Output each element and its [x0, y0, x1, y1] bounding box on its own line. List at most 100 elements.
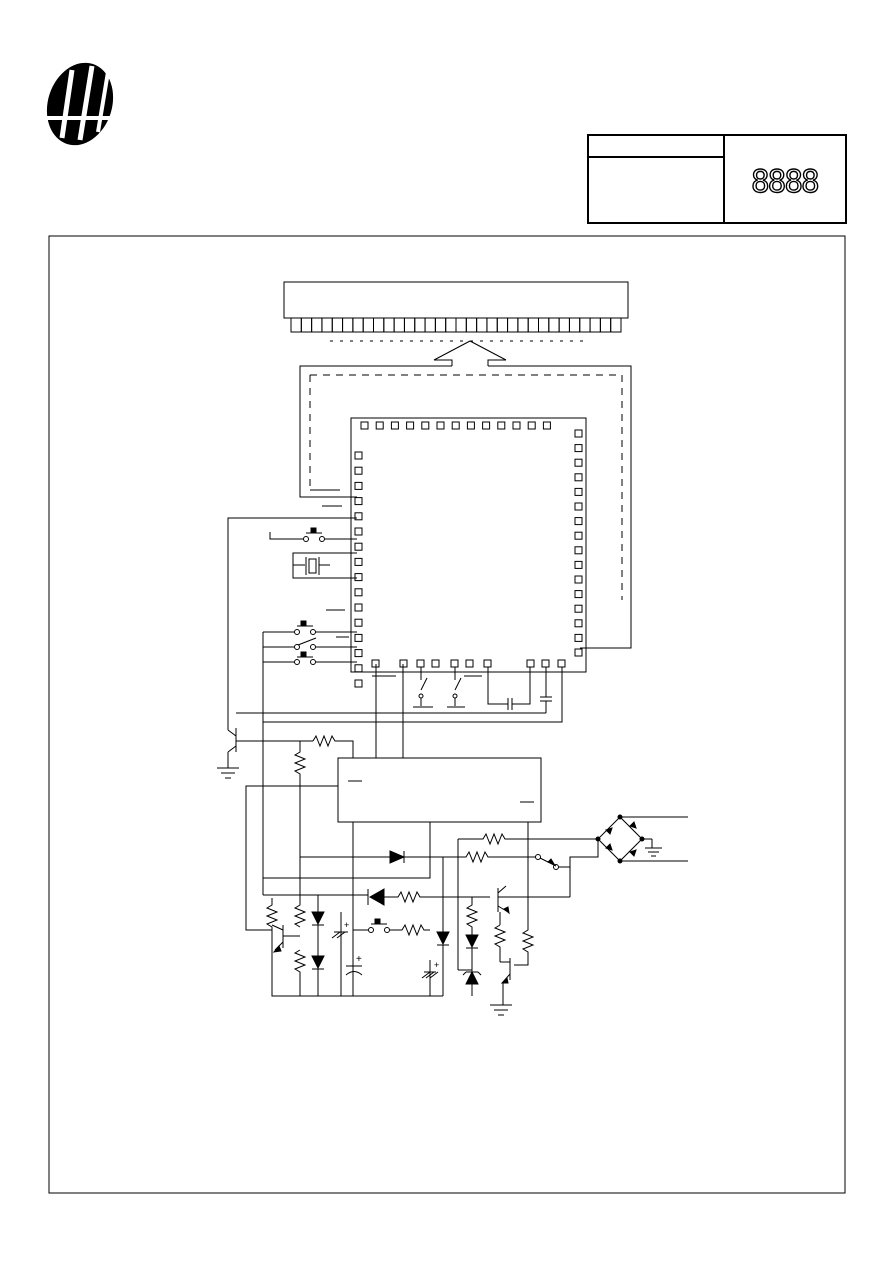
- mcu-pin-bottom: [526, 659, 535, 668]
- mcu-pin-bottom: [416, 659, 425, 668]
- mcu-pin-right: [574, 502, 583, 511]
- mcu-pin-right: [574, 546, 583, 555]
- mcu-pin-right: [574, 560, 583, 569]
- mcu-pin-right: [574, 604, 583, 613]
- mcu-pin-top: [360, 421, 369, 430]
- lcd-pin: [290, 317, 302, 333]
- mcu-pin-top: [375, 421, 384, 430]
- mcu-pin-top: [482, 421, 491, 430]
- mcu-pin-left: [354, 527, 363, 536]
- mcu-pin-bottom: [431, 659, 440, 668]
- resistor-icon: [293, 741, 307, 898]
- ic-chip-icon: [350, 417, 587, 688]
- mcu-pin-top: [390, 421, 399, 430]
- lcd-pin: [568, 317, 581, 333]
- mcu-pin-top: [527, 421, 536, 430]
- transistor-icon: [217, 728, 354, 779]
- mcu-pin-left: [354, 481, 363, 490]
- mcu-pin-top: [421, 421, 430, 430]
- lcd-pin: [362, 317, 374, 333]
- svg-text:+: +: [356, 954, 362, 965]
- lcd-pin: [321, 317, 333, 333]
- lcd-pin: [342, 317, 354, 333]
- title-block: 8888: [587, 134, 847, 224]
- mcu-pin-left: [354, 633, 363, 642]
- lcd-pin: [403, 317, 416, 333]
- mcu-pin-right: [574, 444, 583, 453]
- mcu-left-circuits: [227, 517, 357, 895]
- mcu-pin-left: [354, 466, 363, 475]
- lcd-pin: [517, 317, 529, 333]
- lcd-pin: [434, 317, 447, 333]
- mcu-pin-bottom: [557, 659, 566, 668]
- diode-bridge-icon: [510, 814, 688, 864]
- mcu-pin-left: [354, 451, 363, 460]
- mcu-pin-left: [354, 664, 363, 673]
- mcu-pin-top: [436, 421, 445, 430]
- lcd-pin: [496, 317, 509, 333]
- mcu-pin-right: [574, 517, 583, 526]
- lcd-pin: [486, 317, 498, 333]
- lcd-pin: [383, 317, 395, 333]
- mcu-pin-right: [574, 633, 583, 642]
- mcu-pin-left: [354, 557, 363, 566]
- lcd-pin: [610, 317, 622, 333]
- lcd-pin: [599, 317, 612, 333]
- mcu-pin-right: [574, 619, 583, 628]
- mcu-pin-bottom: [465, 659, 474, 668]
- mcu-pin-right: [574, 575, 583, 584]
- mcu-pin-bottom: [450, 659, 459, 668]
- lcd-pin: [424, 317, 436, 333]
- mcu-pin-left: [354, 679, 363, 688]
- mcu-pin-top: [497, 421, 506, 430]
- data-bus: [299, 365, 632, 649]
- mcu-pin-right: [574, 458, 583, 467]
- mcu-pin-left: [354, 573, 363, 582]
- lcd-pin: [548, 317, 560, 333]
- lcd-pin: [465, 317, 478, 333]
- mcu-pin-left: [354, 512, 363, 521]
- lcd-pin: [445, 317, 457, 333]
- mcu-pin-top: [406, 421, 415, 430]
- lcd-pin: [414, 317, 426, 333]
- mcu-pin-right: [574, 473, 583, 482]
- mcu-pin-left: [354, 588, 363, 597]
- svg-text:+: +: [434, 960, 439, 970]
- lcd-pin: [393, 317, 405, 333]
- mcu-pin-top: [542, 421, 551, 430]
- lcd-pin: [311, 317, 323, 333]
- diagram-frame: [48, 235, 846, 1194]
- lcd-pin: [331, 317, 344, 333]
- seven-segment-display-icon: 8888: [751, 164, 818, 200]
- mcu-pin-top: [512, 421, 521, 430]
- mcu-pin-left: [354, 649, 363, 658]
- lcd-pin: [300, 317, 313, 333]
- mcu-pin-right: [574, 590, 583, 599]
- lcd-pin: [558, 317, 570, 333]
- mcu-pin-right: [574, 531, 583, 540]
- lcd-pin: [352, 317, 364, 333]
- lcd-pin: [527, 317, 539, 333]
- mcu-bottom-circuits: [236, 664, 563, 758]
- mcu-pin-left: [354, 542, 363, 551]
- mcu-pin-right: [574, 487, 583, 496]
- mcu-pin-right: [574, 648, 583, 657]
- lcd-pin: [373, 317, 385, 333]
- mcu-pin-left: [354, 603, 363, 612]
- svg-text:+: +: [344, 920, 349, 930]
- mcu-pin-right: [574, 429, 583, 438]
- lcd-pin: [507, 317, 519, 333]
- lcd-module-icon: [283, 281, 629, 366]
- mcu-pin-bottom: [483, 659, 492, 668]
- mcu-pin-bottom: [541, 659, 550, 668]
- company-logo-icon: [46, 62, 114, 146]
- ic-block-icon: [245, 757, 542, 931]
- mcu-pin-top: [451, 421, 460, 430]
- mcu-pin-left: [354, 497, 363, 506]
- mcu-pin-left: [354, 618, 363, 627]
- lcd-pin: [455, 317, 467, 333]
- mcu-pin-top: [466, 421, 475, 430]
- lcd-pin: [538, 317, 550, 333]
- lcd-pin: [589, 317, 601, 333]
